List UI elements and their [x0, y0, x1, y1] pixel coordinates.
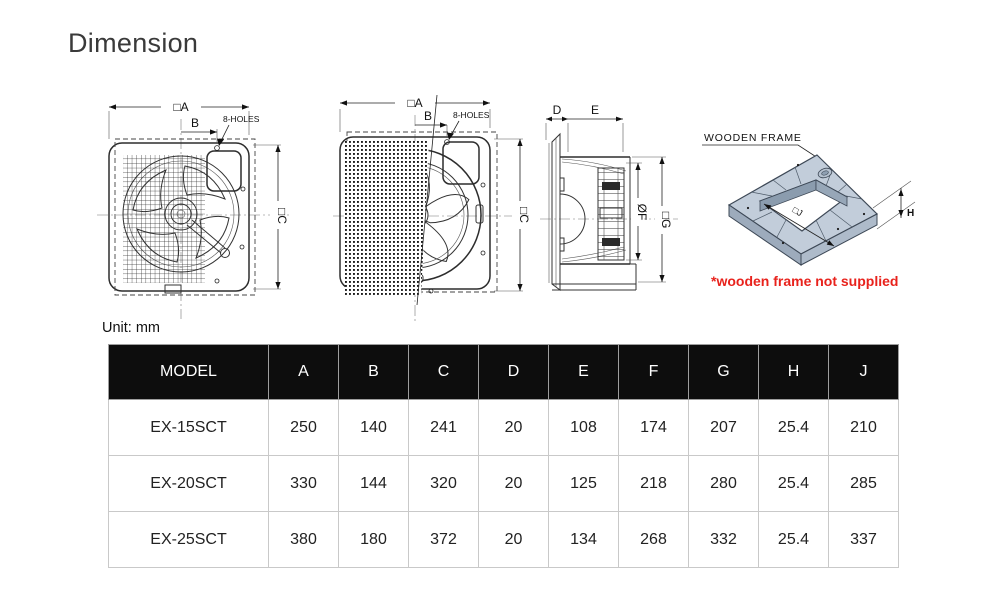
column-header-model: MODEL	[108, 344, 269, 400]
dim-c-label: □C	[517, 207, 531, 223]
column-header-d: D	[478, 344, 549, 400]
table-cell: 218	[618, 455, 689, 512]
column-header-e: E	[548, 344, 619, 400]
table-cell: 207	[688, 399, 759, 456]
model-cell: EX-25SCT	[108, 511, 269, 568]
dim-f: ØF	[626, 162, 649, 261]
unit-label: Unit: mm	[102, 320, 160, 336]
dot-grille	[345, 94, 438, 306]
table-cell: 280	[688, 455, 759, 512]
table-cell: 372	[408, 511, 479, 568]
dim-b-label: B	[191, 116, 199, 130]
column-header-j: J	[828, 344, 899, 400]
mounting-hole	[444, 139, 450, 145]
table-cell: 25.4	[758, 455, 829, 512]
dim-c-label: □C	[275, 208, 289, 224]
table-cell: 20	[478, 455, 549, 512]
dim-h: H	[872, 180, 916, 230]
table-cell: 268	[618, 511, 689, 568]
table-cell: 210	[828, 399, 899, 456]
wooden-frame-label: WOODEN FRAME	[704, 132, 802, 144]
dim-a-label: □A	[173, 100, 188, 114]
dim-b: B	[181, 116, 218, 144]
mounting-hole	[214, 145, 220, 151]
table-cell: 140	[338, 399, 409, 456]
dimension-table: MODEL A B C D E F G H J EX-15SCT 250 140…	[108, 344, 899, 568]
dim-g: □G	[632, 156, 673, 283]
terminal-box	[442, 141, 480, 185]
table-cell: 330	[268, 455, 339, 512]
dim-a-label: □A	[407, 96, 422, 110]
page-title: Dimension	[68, 28, 199, 58]
dim-f-label: ØF	[635, 204, 649, 221]
rear-flange-dashed	[114, 138, 256, 296]
dim-h-label: H	[907, 208, 914, 219]
terminal-box	[206, 150, 242, 192]
table-cell: 241	[408, 399, 479, 456]
table-cell: 174	[618, 399, 689, 456]
screw-holes	[164, 186, 246, 294]
frame-body	[727, 154, 879, 266]
dim-a: □A	[339, 96, 491, 132]
dim-c: □C	[494, 138, 531, 292]
holes-callout: 8-HOLES	[217, 114, 260, 146]
table-cell: 144	[338, 455, 409, 512]
dim-a: □A	[108, 100, 250, 139]
dim-d: D	[545, 103, 624, 152]
table-cell: 25.4	[758, 511, 829, 568]
column-header-h: H	[758, 344, 829, 400]
side-view-drawing: D E ØF □G	[540, 103, 678, 291]
front-view-grille-drawing: □A B 8-HOLES □C	[97, 100, 289, 319]
dim-d-label: D	[553, 103, 562, 117]
dim-b: B	[415, 109, 448, 138]
table-cell: 337	[828, 511, 899, 568]
mesh-grille	[123, 155, 205, 283]
body-profile	[552, 156, 637, 291]
dim-c: □C	[253, 144, 289, 290]
table-cell: 125	[548, 455, 619, 512]
table-cell: 20	[478, 511, 549, 568]
table-cell: 380	[268, 511, 339, 568]
front-view-fan-drawing: □A B 8-HOLES □C	[333, 94, 531, 321]
dim-j: □J	[763, 203, 835, 247]
frame-note: *wooden frame not supplied	[711, 273, 899, 289]
table-cell: 20	[478, 399, 549, 456]
holes-label: 8-HOLES	[453, 110, 490, 120]
column-header-b: B	[338, 344, 409, 400]
dim-e-label: E	[591, 103, 599, 117]
holes-label: 8-HOLES	[223, 114, 260, 124]
column-header-a: A	[268, 344, 339, 400]
table-cell: 250	[268, 399, 339, 456]
table-cell: 332	[688, 511, 759, 568]
fan-panel-outline	[108, 142, 250, 292]
column-header-g: G	[688, 344, 759, 400]
column-header-c: C	[408, 344, 479, 400]
table-row: EX-15SCT 250 140 241 20 108 174 207 25.4…	[108, 399, 899, 456]
table-cell: 320	[408, 455, 479, 512]
dim-g-label: □G	[659, 212, 673, 229]
table-header-row: MODEL A B C D E F G H J	[108, 344, 899, 400]
table-cell: 108	[548, 399, 619, 456]
table-cell: 285	[828, 455, 899, 512]
table-cell: 180	[338, 511, 409, 568]
dim-b-label: B	[424, 109, 432, 123]
table-row: EX-25SCT 380 180 372 20 134 268 332 25.4…	[108, 511, 899, 568]
column-header-f: F	[618, 344, 689, 400]
wooden-frame-leader	[702, 144, 825, 163]
wooden-frame-drawing: WOODEN FRAME H □J	[702, 132, 916, 266]
table-cell: 25.4	[758, 399, 829, 456]
model-cell: EX-20SCT	[108, 455, 269, 512]
dim-j-label: □J	[791, 205, 805, 219]
table-cell: 134	[548, 511, 619, 568]
holes-callout: 8-HOLES	[447, 110, 490, 140]
screw-holes	[428, 182, 486, 294]
dim-e: E	[568, 103, 623, 122]
model-cell: EX-15SCT	[108, 399, 269, 456]
table-row: EX-20SCT 330 144 320 20 125 218 280 25.4…	[108, 455, 899, 512]
